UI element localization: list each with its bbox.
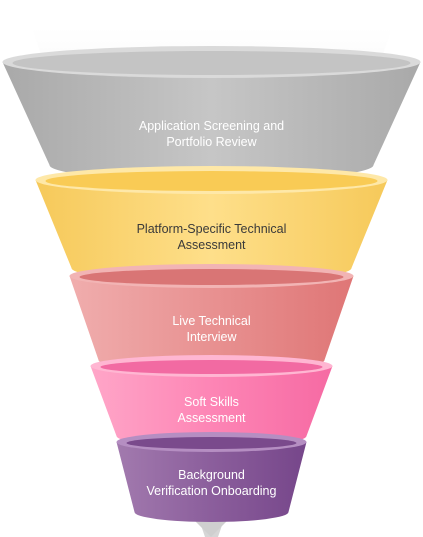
funnel-stage-body xyxy=(2,62,421,181)
funnel-stage-body xyxy=(116,442,307,522)
funnel-stage-5 xyxy=(116,432,307,522)
funnel-stage-3 xyxy=(69,264,354,372)
funnel-stage-body xyxy=(69,276,354,372)
funnel-stage-opening xyxy=(45,171,378,191)
funnel-stage-opening xyxy=(12,51,411,75)
funnel-stage-opening xyxy=(100,360,323,374)
funnel-stage-2 xyxy=(35,166,388,283)
funnel-stage-1 xyxy=(2,46,421,181)
funnel-stage-opening xyxy=(126,437,297,449)
funnel-stage-body xyxy=(35,180,388,283)
funnel-stage-body xyxy=(90,366,333,447)
funnel-stage-opening xyxy=(79,269,344,285)
funnel-stage-4 xyxy=(90,355,333,447)
